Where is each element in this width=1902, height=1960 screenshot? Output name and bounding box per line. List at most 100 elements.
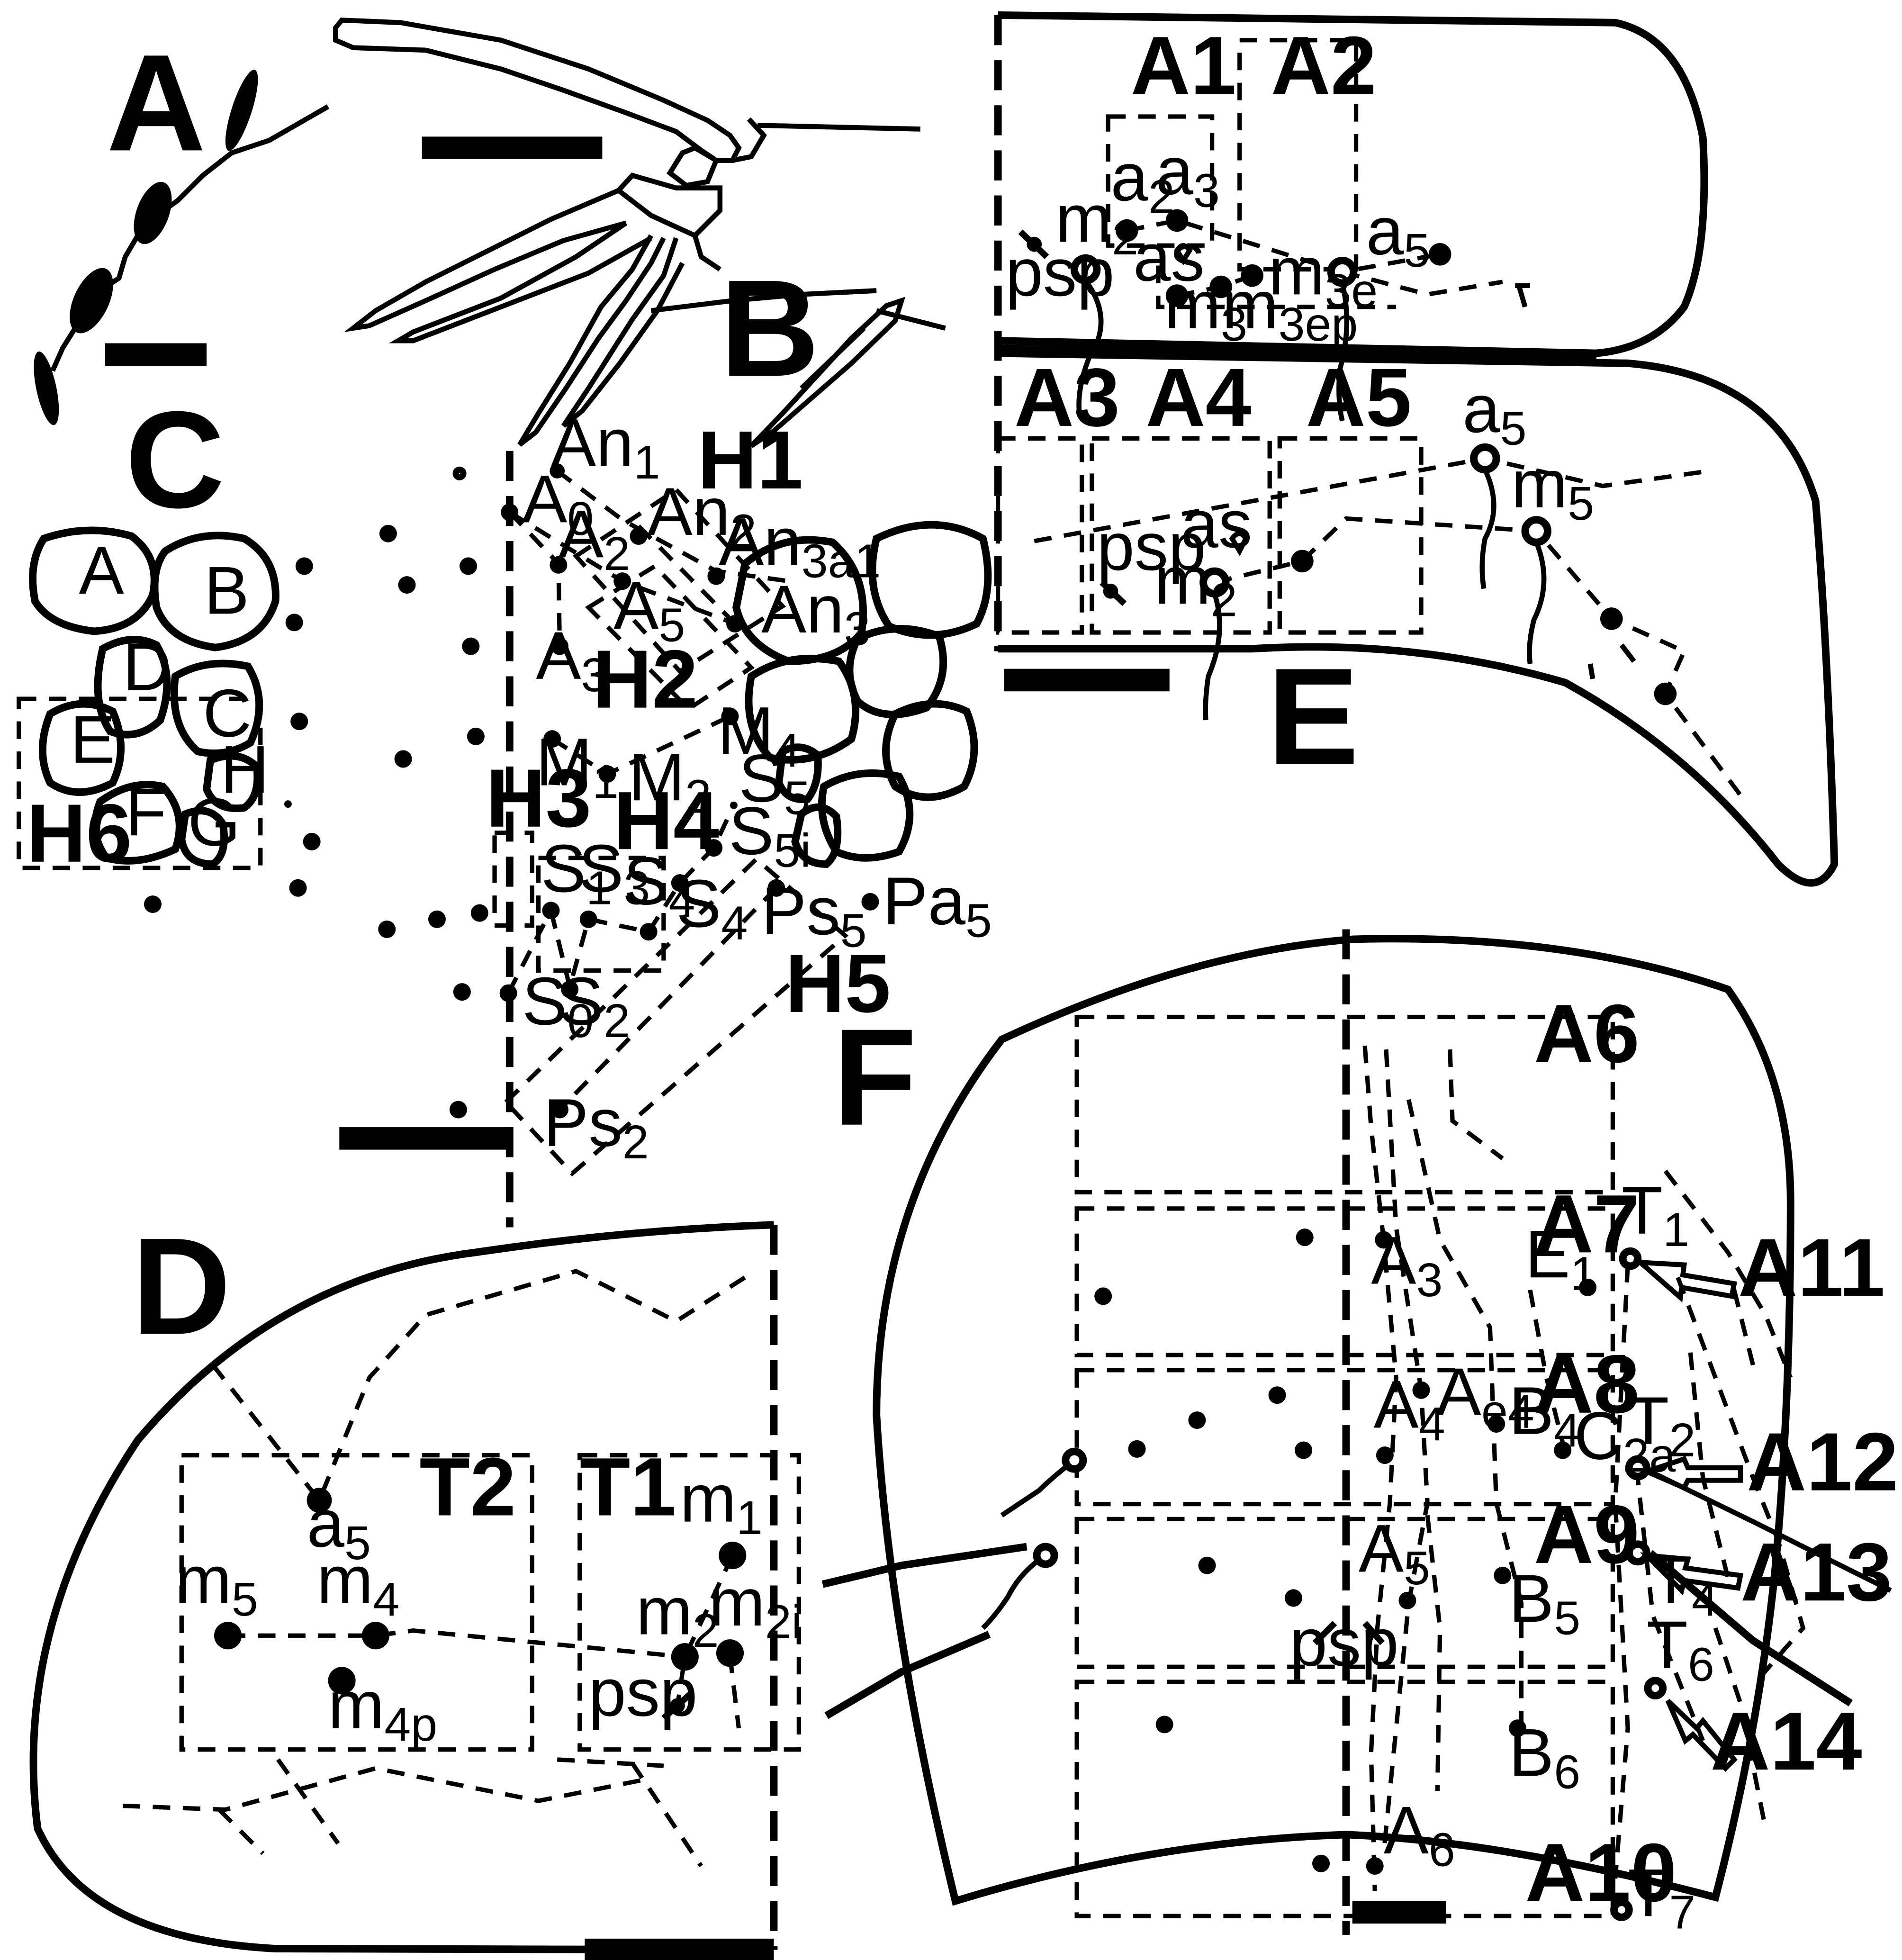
body-line <box>824 1631 991 1719</box>
region-box-a9 <box>1074 1517 1615 1669</box>
chaeto-line <box>1381 1049 1430 1854</box>
seta-ae4 <box>1412 1381 1430 1399</box>
seta-label: S5 <box>739 741 810 824</box>
seta <box>428 910 446 928</box>
leg-tibia <box>614 172 723 239</box>
body-line <box>821 1543 1028 1588</box>
seta <box>378 920 396 938</box>
thorax-suture <box>630 1762 703 1868</box>
seta-a0 <box>501 503 519 521</box>
region-box-a4 <box>1090 436 1272 635</box>
eye-label: E <box>70 702 115 777</box>
seta-label: S3 <box>578 831 650 914</box>
seta <box>1268 1386 1286 1404</box>
leg-claw <box>517 234 666 447</box>
region-box-h3 <box>492 831 534 928</box>
seta-m2i <box>716 1639 744 1667</box>
seta-a5 <box>613 572 631 590</box>
eye-e <box>39 700 125 796</box>
region-box-h2 <box>585 563 755 712</box>
seta-label: m3 <box>1164 268 1247 351</box>
leg-claw <box>388 221 653 343</box>
seta-label: m4p <box>328 1668 438 1751</box>
seta-pa5 <box>861 893 879 911</box>
seta <box>1600 607 1623 630</box>
seta <box>1428 243 1451 266</box>
arrow-a14 <box>1665 1698 1738 1772</box>
seta-m4p <box>328 1667 356 1695</box>
seta <box>398 576 416 594</box>
seta-s4 <box>640 923 658 941</box>
seta-label: An3a1 <box>719 504 881 587</box>
region-label-t1: T1 <box>580 1440 676 1533</box>
seta-a4 <box>1376 1446 1394 1464</box>
antenna-segment <box>70 268 113 334</box>
seta-label: M2 <box>629 740 712 823</box>
seta-m4 <box>721 707 739 725</box>
head-setae <box>499 463 879 1119</box>
leg-line <box>875 308 946 331</box>
head-labels: An1 A0 An2 A2 An3a1 A5 An3 A3 M1 M2 M4 S… <box>522 405 992 1169</box>
seta-b6 <box>1509 1719 1527 1737</box>
seta <box>453 983 471 1001</box>
antenna-segment <box>225 70 258 151</box>
seta-m3 <box>1165 284 1189 307</box>
region-label-a5: A5 <box>1306 351 1412 443</box>
seta <box>1296 1228 1314 1246</box>
eye-outline <box>818 769 914 862</box>
eye-label: D <box>123 630 171 705</box>
trichobothrium-hair <box>1527 541 1547 664</box>
leg-claw <box>561 237 685 428</box>
panel-label-b: B <box>720 251 820 405</box>
tiny-seta <box>1515 283 1530 308</box>
arrow-a13 <box>1640 1552 1744 1596</box>
eye-label: B <box>204 553 249 628</box>
region-label-a4: A4 <box>1146 351 1252 443</box>
pseudopore-dot <box>1027 236 1042 252</box>
seta-label: Pa5 <box>883 864 992 947</box>
region-box-a5 <box>1277 436 1424 635</box>
trichobothrium-hair <box>1336 282 1350 422</box>
seta <box>1312 1854 1330 1872</box>
seta <box>1284 1589 1302 1607</box>
seta-label: psp <box>1097 509 1206 585</box>
seta-s3 <box>579 910 597 928</box>
arrow-a11 <box>1633 1259 1738 1303</box>
thorax-suture <box>276 1758 340 1845</box>
seta-label: A3 <box>1371 1223 1442 1306</box>
seta-m2-trichobothrium <box>1199 567 1230 598</box>
seta-m3ep <box>1241 264 1263 287</box>
abdomen-f-labels: T1 E1 A3 Ae4 A4 B4 C2a T2 A5 T4 B5 psp T… <box>1289 1173 1718 1939</box>
seta-label: S4 <box>676 866 748 949</box>
region-box-t2 <box>179 1453 534 1752</box>
panel-label-a: A <box>107 26 206 180</box>
trichobothrium-hair <box>1203 593 1222 721</box>
region-label-h4: H4 <box>613 774 719 867</box>
panel-e: A1 A2 A3 A4 A5 <box>994 11 1839 887</box>
region-box-h6 <box>17 696 263 870</box>
sensillum-as <box>1229 531 1249 557</box>
leg-spur <box>799 326 866 390</box>
tiny-seta <box>1587 663 1596 679</box>
seta-label: a2 <box>1111 140 1175 223</box>
panel-c: A B D C E H F G H6 <box>17 405 992 1228</box>
seta-ps5 <box>767 879 785 897</box>
seta-label: An2 <box>648 474 757 558</box>
seta-label: psp <box>588 1655 697 1730</box>
panel-a <box>34 70 330 425</box>
panel-b <box>333 18 946 448</box>
chaeto-line <box>675 1554 735 1706</box>
region-label-a12: A12 <box>1747 1416 1898 1508</box>
region-label-a6: A6 <box>1534 987 1640 1080</box>
region-box-a2 <box>1237 38 1359 272</box>
seta-m5-trichobothrium <box>1521 516 1551 546</box>
region-box-t1 <box>577 1453 801 1752</box>
seta-c2a <box>1554 1441 1572 1459</box>
thorax-suture <box>557 1757 664 1768</box>
leg-line <box>650 288 877 313</box>
seta-m1 <box>543 730 561 748</box>
seta-label: T2 <box>1628 1383 1695 1467</box>
eye-label: C <box>203 676 252 751</box>
seta-ps2 <box>551 1101 569 1119</box>
thorax-suture <box>122 1766 652 1812</box>
